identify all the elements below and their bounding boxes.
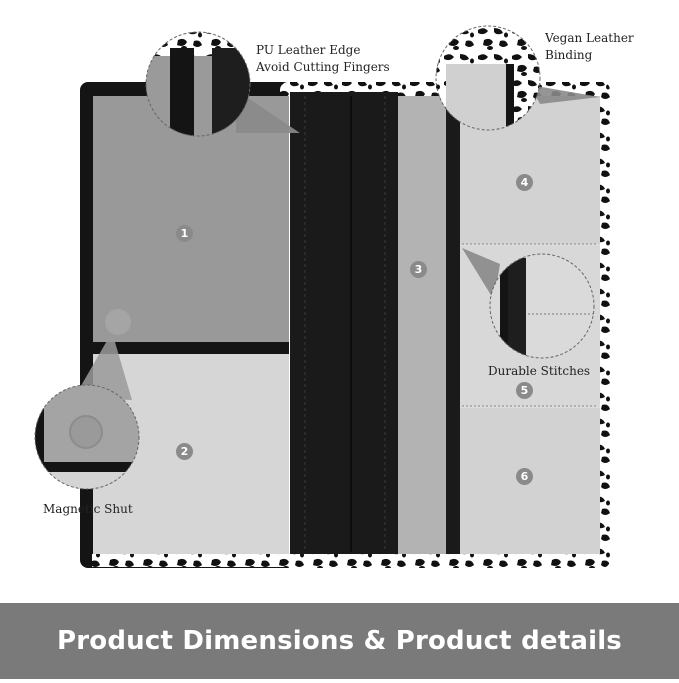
callout-binding — [435, 25, 600, 131]
pocket-number-2: 2 — [176, 443, 193, 460]
binding-label-line2: Binding — [545, 48, 593, 62]
pocket-number-6: 6 — [516, 468, 533, 485]
pocket-number-1: 1 — [176, 225, 193, 242]
pocket-1 — [93, 96, 289, 342]
edge-label-line2: Avoid Cutting Fingers — [256, 60, 390, 74]
pocket-divider — [93, 342, 289, 354]
magnet-spot — [105, 309, 131, 335]
binding-label: Vegan Leather Binding — [545, 30, 634, 64]
callout-stitches — [462, 248, 595, 359]
edge-label: PU Leather Edge Avoid Cutting Fingers — [256, 42, 390, 76]
banner: Product Dimensions & Product details — [0, 603, 679, 679]
pocket-number-3: 3 — [410, 261, 427, 278]
stitches-label: Durable Stitches — [488, 364, 591, 378]
pocket-number-5: 5 — [516, 382, 533, 399]
leopard-bottom-band — [92, 550, 292, 567]
callout-edge — [145, 31, 300, 137]
pocket-number-4: 4 — [516, 174, 533, 191]
pocket-3-edge — [446, 96, 460, 554]
pocket-3 — [398, 96, 446, 554]
edge-label-line1: PU Leather Edge — [256, 43, 361, 57]
banner-title: Product Dimensions & Product details — [57, 626, 622, 656]
binding-label-line1: Vegan Leather — [545, 31, 634, 45]
magnetic-label: Magnetic Shut — [43, 502, 133, 516]
wallet-spine — [290, 92, 398, 554]
